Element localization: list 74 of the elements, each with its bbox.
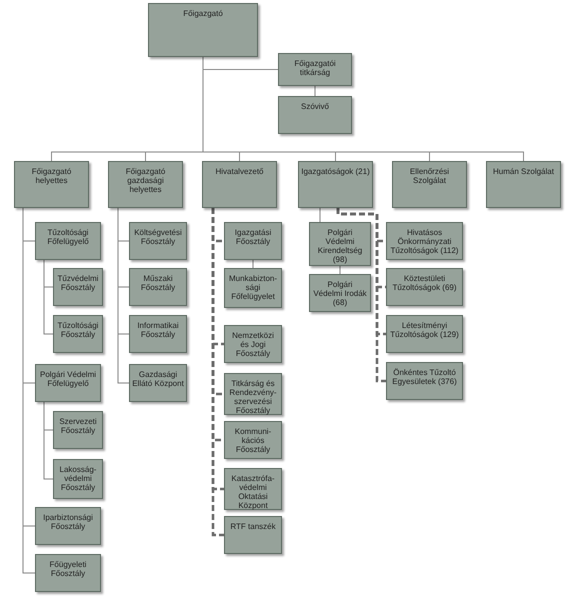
unit-name: Iparbiztonsági Főosztály: [42, 513, 94, 531]
unit-name: Költségvetési Főosztály: [133, 228, 183, 246]
org-box: [129, 268, 187, 306]
org-box: [35, 222, 101, 260]
org-box: [35, 507, 101, 545]
org-box: [35, 364, 101, 402]
unit-name: Polgári Védelmi Főfelügyelő: [38, 370, 98, 388]
org-box: [224, 421, 282, 459]
unit-name: Szóvivő: [300, 102, 329, 111]
unit-name: Főügyeleti Főosztály: [48, 560, 88, 578]
unit-name: Létesítményi Tűzoltóságok (129): [389, 321, 460, 339]
org-box: [386, 268, 463, 306]
org-box: [224, 516, 282, 554]
unit-name: Főigazgatói titkárság: [293, 59, 337, 77]
unit-name: Tűzoltósági Főosztály: [56, 321, 100, 339]
unit-name: Munkabizton-sági Főfelügyelet: [228, 274, 278, 301]
connector-line: [44, 402, 54, 480]
unit-name: Gazdasági Ellátó Központ: [132, 370, 184, 388]
connector-line: [314, 86, 316, 96]
unit-name: Szervezeti Főosztály: [58, 417, 98, 435]
unit-name: Informatikai Főosztály: [136, 321, 180, 339]
org-box: [309, 274, 371, 312]
unit-name: Tűzvédelmi Főosztály: [56, 274, 100, 292]
org-box: [148, 3, 258, 57]
unit-name: Titkárság és Rendezvény-szervezési Főosztály: [228, 379, 278, 415]
org-box: [278, 53, 352, 86]
unit-name: Önkéntes Tűzoltó Egyesületek (376): [391, 368, 458, 386]
connector-line: [336, 208, 386, 382]
org-box: [392, 161, 467, 208]
unit-name: Igazgatóságok (21): [301, 167, 370, 176]
org-box: [224, 268, 282, 308]
org-box: [53, 315, 103, 353]
org-box: [129, 222, 187, 260]
unit-name: Műszaki Főosztály: [140, 274, 176, 292]
unit-name: Igazgatási Főosztály: [234, 228, 272, 246]
unit-name: Főigazgató: [183, 9, 223, 18]
unit-name: Tűzoltósági Főfelügyelő: [46, 228, 90, 246]
unit-name: Nemzetközi és Jogi Főosztály: [231, 331, 275, 358]
org-box: [129, 364, 187, 402]
org-box: [278, 96, 352, 134]
unit-name: Hivatásos Önkormányzati Tűzoltóságok (112): [390, 228, 460, 255]
unit-name: Ellenőrzési Szolgálat: [408, 167, 450, 185]
unit-name: RTF tanszék: [230, 522, 276, 531]
org-box: [53, 459, 103, 499]
org-box: [35, 554, 101, 592]
org-box: [386, 362, 463, 400]
org-box: [224, 222, 282, 260]
org-box: [298, 161, 373, 208]
org-box: [386, 315, 463, 353]
org-box: [53, 268, 103, 306]
unit-name: Kommuni-kációs Főosztály: [234, 427, 272, 454]
connector-line: [118, 208, 130, 384]
unit-name: Főigazgató helyettes: [30, 167, 72, 185]
unit-name: Lakosság-védelmi Főosztály: [58, 465, 98, 492]
unit-name: Katasztrófa-védelmi Oktatási Központ: [230, 474, 276, 510]
org-box: [108, 161, 183, 208]
org-box: [309, 222, 371, 266]
unit-name: Köztestületi Tűzoltóságok (69): [391, 274, 458, 292]
org-box: [53, 411, 103, 449]
org-box: [224, 468, 282, 510]
org-box: [386, 222, 463, 260]
unit-name: Polgári Védelmi Kirendeltség (98): [316, 228, 364, 264]
unit-name: Humán Szolgálat: [493, 167, 554, 176]
connector-line: [252, 260, 254, 268]
unit-name: Főigazgató gazdasági helyettes: [124, 167, 166, 194]
org-box: [202, 161, 277, 208]
org-box: [224, 325, 282, 363]
org-box: [14, 161, 89, 208]
unit-name: Polgári Védelmi Irodák (68): [312, 280, 368, 307]
org-box: [129, 315, 187, 353]
org-box: [224, 373, 282, 415]
connector-line: [44, 260, 54, 334]
org-box: [486, 161, 561, 208]
unit-name: Hivatalvezető: [215, 167, 264, 176]
